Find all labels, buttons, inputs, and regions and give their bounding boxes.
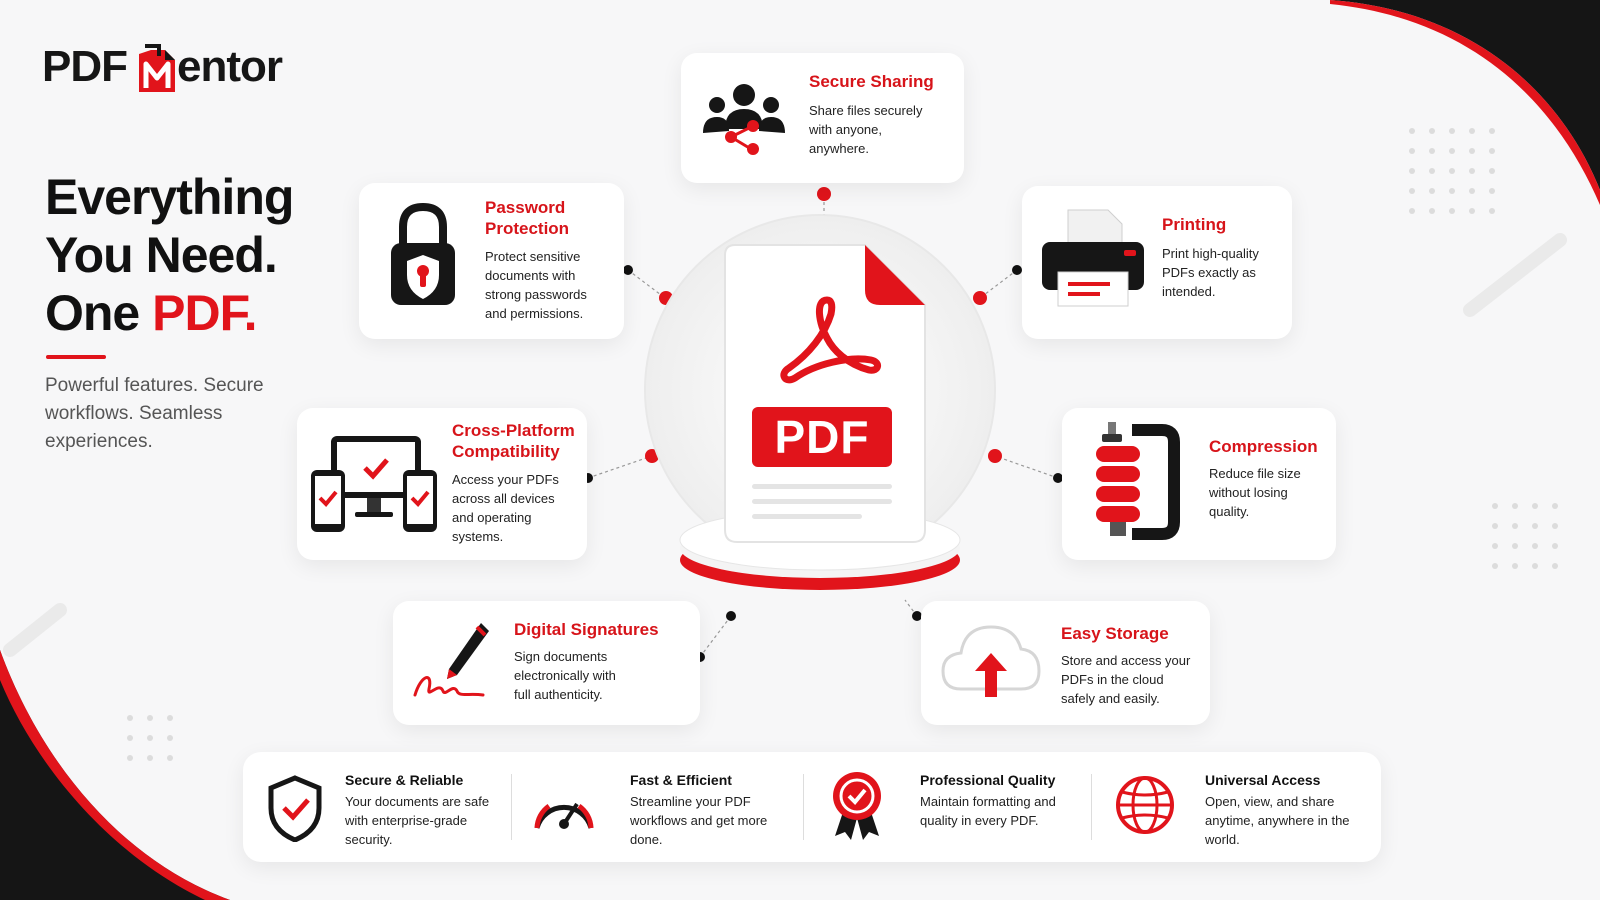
bottom-feature-secure[interactable]: Secure & Reliable Your documents are saf… (243, 752, 503, 862)
password-desc: Protect sensitive documents with strong … (485, 249, 587, 321)
globe-icon (1114, 774, 1176, 841)
printing-title: Printing (1162, 215, 1227, 234)
brand-logo[interactable]: PDF entor (42, 40, 283, 94)
bottom-feature-quality-title: Professional Quality (920, 772, 1056, 788)
pdf-label-badge: PDF (752, 407, 892, 467)
bottom-divider-1 (511, 774, 512, 840)
bottom-feature-secure-title: Secure & Reliable (345, 772, 464, 788)
card-compression[interactable]: Compression Reduce file size without los… (1062, 408, 1336, 560)
headline-line-1: Everything (45, 169, 294, 225)
bottom-feature-quality-desc: Maintain formatting and quality in every… (920, 794, 1056, 828)
devices-icon (309, 430, 439, 539)
printer-icon (1038, 206, 1148, 315)
pen-signature-icon (411, 619, 491, 708)
card-secure-sharing[interactable]: Secure Sharing Share files securely with… (681, 53, 964, 183)
bottom-feature-fast-desc: Streamline your PDF workflows and get mo… (630, 794, 768, 847)
compression-title: Compression (1209, 437, 1318, 456)
headline: Everything You Need. One PDF. (45, 168, 294, 342)
pdf-label-text: PDF (774, 411, 870, 463)
bottom-features-bar: Secure & Reliable Your documents are saf… (243, 752, 1381, 862)
signatures-desc: Sign documents electronically with full … (514, 649, 616, 702)
bottom-feature-universal-desc: Open, view, and share anytime, anywhere … (1205, 794, 1350, 847)
secure-sharing-title: Secure Sharing (809, 72, 934, 91)
headline-line-2: You Need. (45, 227, 278, 283)
headline-line-3-accent: PDF. (152, 285, 257, 341)
bottom-feature-fast[interactable]: Fast & Efficient Streamline your PDF wor… (523, 752, 803, 862)
password-title: Password Protection (485, 198, 570, 238)
subtext: Powerful features. Secure workflows. Sea… (45, 375, 264, 452)
logo-mark-icon (137, 40, 177, 94)
center-pdf-hub (644, 214, 996, 590)
card-password-protection[interactable]: Password Protection Protect sensitive do… (359, 183, 624, 339)
storage-title: Easy Storage (1061, 624, 1169, 643)
headline-line-3-plain: One (45, 285, 153, 341)
storage-desc: Store and access your PDFs in the cloud … (1061, 653, 1191, 706)
card-cross-platform[interactable]: Cross-Platform Compatibility Access your… (297, 408, 587, 560)
award-badge-icon (829, 770, 885, 847)
bottom-feature-universal[interactable]: Universal Access Open, view, and share a… (1098, 752, 1381, 862)
signatures-title: Digital Signatures (514, 620, 659, 639)
pdf-text-lines (752, 484, 892, 519)
people-share-icon (701, 81, 787, 162)
padlock-icon (387, 201, 459, 316)
logo-text-prefix: PDF (42, 42, 128, 91)
bottom-divider-2 (803, 774, 804, 840)
cross-platform-desc: Access your PDFs across all devices and … (452, 472, 559, 544)
compression-desc: Reduce file size without losing quality. (1209, 466, 1301, 519)
card-printing[interactable]: Printing Print high-quality PDFs exactly… (1022, 186, 1292, 339)
pdf-document-icon (775, 294, 885, 384)
card-easy-storage[interactable]: Easy Storage Store and access your PDFs … (921, 601, 1210, 725)
speedometer-icon (529, 782, 599, 839)
printing-desc: Print high-quality PDFs exactly as inten… (1162, 246, 1259, 299)
headline-line-3: One PDF. (45, 284, 293, 342)
bottom-feature-universal-title: Universal Access (1205, 772, 1321, 788)
headline-underline (46, 355, 106, 359)
bottom-feature-quality[interactable]: Professional Quality Maintain formatting… (813, 752, 1093, 862)
cross-platform-title: Cross-Platform Compatibility (452, 421, 575, 461)
cloud-upload-icon (939, 619, 1043, 708)
bottom-divider-3 (1091, 774, 1092, 840)
bottom-feature-secure-desc: Your documents are safe with enterprise-… (345, 794, 490, 847)
shield-check-icon (265, 774, 325, 847)
card-digital-signatures[interactable]: Digital Signatures Sign documents electr… (393, 601, 700, 725)
bottom-feature-fast-title: Fast & Efficient (630, 772, 732, 788)
clamp-icon (1092, 422, 1182, 547)
secure-sharing-desc: Share files securely with anyone, anywhe… (809, 103, 923, 156)
logo-text-suffix: entor (177, 42, 283, 91)
